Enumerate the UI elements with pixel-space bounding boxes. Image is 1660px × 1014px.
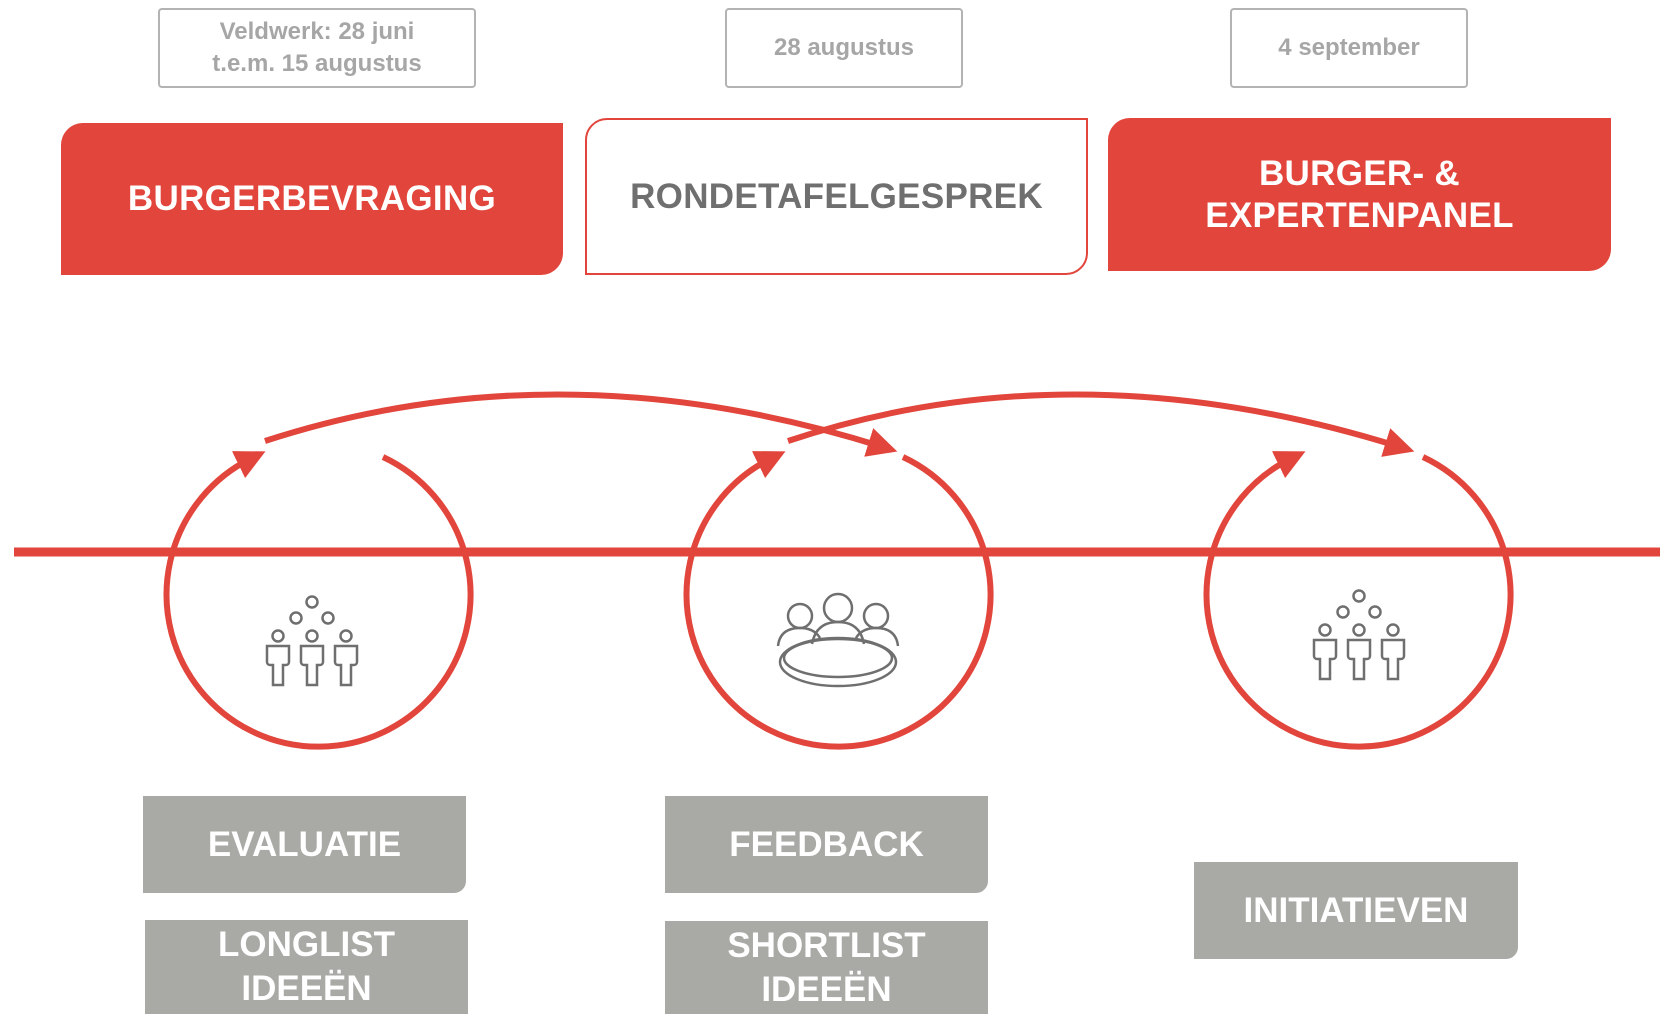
output-evaluatie: EVALUATIE — [143, 796, 466, 893]
cycle-loop-3 — [1203, 451, 1514, 750]
output-feedback: FEEDBACK — [665, 796, 988, 893]
citizens-group-icon — [265, 595, 359, 687]
cycle-loop-2 — [683, 451, 994, 750]
output-shortlist-ideeen: SHORTLIST IDEEËN — [665, 921, 988, 1014]
arc-1-to-2 — [264, 391, 898, 457]
arc-2-to-3 — [787, 391, 1415, 457]
citizens-group-icon — [1312, 589, 1406, 681]
date-box-rondetafelgesprek: 28 augustus — [725, 8, 963, 88]
date-box-panel: 4 september — [1230, 8, 1468, 88]
cycle-loop-1 — [163, 451, 474, 750]
phase-burger-expertenpanel: BURGER- & EXPERTENPANEL — [1108, 118, 1611, 271]
output-initiatieven: INITIATIEVEN — [1194, 862, 1518, 959]
phase-burgerbevraging: BURGERBEVRAGING — [61, 123, 563, 275]
output-longlist-ideeen: LONGLIST IDEEËN — [145, 920, 468, 1014]
date-box-burgerbevraging: Veldwerk: 28 juni t.e.m. 15 augustus — [158, 8, 476, 88]
phase-rondetafelgesprek: RONDETAFELGESPREK — [585, 118, 1088, 275]
round-table-meeting-icon — [776, 592, 900, 688]
